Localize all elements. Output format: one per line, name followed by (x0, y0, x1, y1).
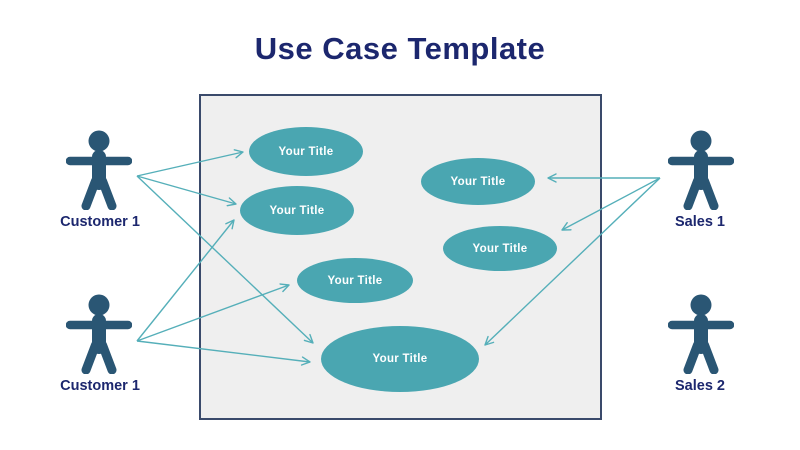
use-case-label: Your Title (472, 242, 528, 255)
use-case-ellipse-6: Your Title (321, 326, 479, 392)
person-icon (66, 294, 132, 374)
arrow-customer-1-top-to-uc-6 (136, 175, 314, 344)
actor-figure-customer-1-bottom (66, 294, 132, 374)
diagram-title: Use Case Template (254, 31, 546, 66)
actor-figure-sales-2 (668, 294, 734, 374)
use-case-label: Your Title (372, 353, 428, 365)
use-case-ellipse-3: Your Title (421, 158, 535, 205)
arrow-customer-1-bottom-to-uc-2 (136, 219, 235, 342)
arrow-sales-1-to-uc-4 (561, 177, 661, 231)
actor-label-customer-1-top: Customer 1 (60, 214, 140, 230)
actor-figure-customer-1-top (66, 130, 132, 210)
actor-label-sales-1: Sales 1 (675, 214, 725, 230)
use-case-ellipse-2: Your Title (240, 186, 354, 235)
use-case-label: Your Title (327, 274, 383, 287)
use-case-ellipse-1: Your Title (249, 127, 363, 176)
arrow-customer-1-bottom-to-uc-5 (136, 283, 290, 342)
use-case-label: Your Title (269, 204, 325, 217)
person-icon (668, 130, 734, 210)
person-icon (66, 130, 132, 210)
actor-figure-sales-1 (668, 130, 734, 210)
use-case-label: Your Title (450, 175, 506, 188)
arrow-customer-1-top-to-uc-2 (136, 175, 237, 207)
arrow-customer-1-top-to-uc-1 (136, 149, 244, 177)
actor-label-sales-2: Sales 2 (675, 378, 725, 394)
use-case-ellipse-5: Your Title (297, 258, 413, 303)
use-case-ellipse-4: Your Title (443, 226, 557, 271)
actor-label-customer-1-bottom: Customer 1 (60, 378, 140, 394)
arrow-customer-1-bottom-to-uc-6 (136, 340, 311, 366)
arrow-sales-1-to-uc-6 (484, 177, 661, 346)
person-icon (668, 294, 734, 374)
use-case-label: Your Title (278, 145, 334, 158)
